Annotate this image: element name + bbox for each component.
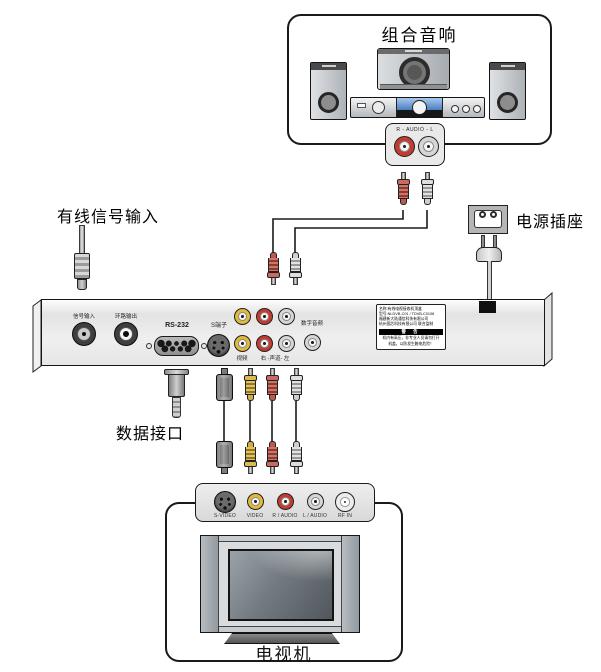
power-socket-label: 电源插座 — [516, 214, 585, 231]
receiver-knob-2 — [462, 105, 470, 113]
tv-illustration — [200, 535, 360, 633]
audio-l-out-jack-bottom — [278, 335, 295, 352]
receiver-illustration — [350, 97, 485, 118]
audio-channels-label: 右 -声道- 左 — [260, 356, 290, 362]
audio-system-title: 组合音响 — [381, 26, 458, 45]
loop-out-label: 环路输出 — [114, 314, 137, 320]
rca-plug-red-up — [395, 172, 411, 205]
tv-speaker-left — [201, 536, 219, 632]
video-label: 视频 — [236, 356, 248, 362]
left-speaker-illustration — [310, 62, 347, 120]
wall-outlet — [468, 205, 508, 234]
audio-r-plug-down — [264, 441, 280, 474]
rca-pair-label: R - AUDIO - L — [396, 127, 434, 133]
audio-wire-right — [272, 210, 404, 253]
db9-screw-left — [146, 343, 152, 349]
speaker-cone — [318, 92, 339, 113]
tv-audio-r-jack — [277, 493, 294, 510]
outlet-hole-right — [490, 211, 497, 218]
signal-in-jack — [72, 322, 96, 346]
audio-r-plug-up — [264, 368, 280, 401]
audio-r-out-jack-bottom — [256, 335, 273, 352]
coax-cable-tip — [77, 279, 87, 290]
power-plug-body — [476, 247, 502, 262]
product-sticker: 名称:有线电视接收机顶盒 型号:NLDVB-C01 / TDVB-C0108 福… — [376, 304, 446, 350]
rs232-label: RS-232 — [165, 322, 189, 329]
svideo-plug-up — [215, 368, 233, 401]
stb-rear-panel: 信号输入 环路输出 RS-232 S端子 视频 右 -声道- 左 数字音频 名称… — [41, 299, 545, 366]
tv-video-label: VIDEO — [246, 513, 264, 519]
receiver-knob-1 — [451, 105, 459, 113]
video-out-jack-top — [234, 308, 251, 325]
receiver-button — [357, 103, 366, 108]
db9-screw-right — [201, 343, 207, 349]
speaker-cone — [497, 92, 518, 113]
tv-audio-l-label: L / AUDIO — [302, 513, 328, 519]
receiver-knob-3 — [473, 105, 481, 113]
loop-out-jack — [114, 322, 138, 346]
coax-cable-shaft — [79, 225, 85, 254]
rca-plug-white-down — [287, 252, 303, 285]
audio-l-plug-down — [288, 441, 304, 474]
audio-l-out-jack-top — [278, 308, 295, 325]
audio-wire-left — [294, 210, 428, 253]
sticker-line: 福建新大陆通信科技有限公司 — [379, 317, 429, 322]
warning-title: 警 告 — [379, 328, 443, 336]
receiver-main-knob — [412, 100, 427, 115]
tv-audio-l-jack — [307, 493, 324, 510]
speaker-grille — [311, 63, 346, 70]
sticker-line: 杭州国芯科技有限公司 联合监制 — [379, 322, 434, 327]
signal-in-label: 信号输入 — [72, 314, 95, 320]
rca-plug-white-up — [419, 172, 435, 205]
subwoofer-illustration — [377, 48, 450, 90]
rs232-port — [154, 336, 199, 356]
video-plug-up — [242, 368, 258, 401]
tv-svideo-label: S-VIDEO — [214, 513, 236, 519]
s-terminal-port — [207, 334, 230, 357]
tv-svideo-jack — [214, 491, 236, 513]
audio-r-jack — [394, 136, 415, 157]
panel-right-face — [543, 291, 553, 368]
tv-video-jack — [247, 493, 264, 510]
audio-r-out-jack-top — [256, 308, 273, 325]
video-out-jack-bottom — [234, 335, 251, 352]
sticker-line: 型号:NLDVB-C01 / TDVB-C0108 — [379, 311, 435, 316]
rca-plug-red-down — [265, 252, 281, 285]
receiver-small-knob — [372, 101, 385, 114]
audio-input-jacks-box: R - AUDIO - L — [385, 123, 445, 166]
svideo-plug-down — [215, 441, 233, 474]
warning-line: 机盖，以防发生触电危险！ — [388, 341, 434, 346]
power-cord — [487, 261, 492, 300]
coax-cable-connector — [74, 253, 90, 279]
cable-input-label: 有线信号输入 — [57, 209, 160, 226]
tv-outline-box: 电视机 — [165, 502, 403, 664]
panel-left-face — [32, 299, 42, 373]
audio-l-jack — [418, 136, 439, 157]
digital-audio-label: 数字音频 — [300, 321, 323, 327]
subwoofer-grille — [378, 49, 449, 54]
serial-cable-shaft — [172, 397, 181, 418]
tv-rf-in-label: RF IN — [337, 513, 353, 519]
right-speaker-illustration — [489, 62, 526, 120]
sticker-line: 名称:有线电视接收机顶盒 — [379, 306, 422, 311]
audio-l-plug-up — [288, 368, 304, 401]
tv-screen — [228, 549, 334, 621]
tv-rf-in-jack — [335, 492, 355, 512]
tv-input-panel: S-VIDEO VIDEO R / AUDIO L / AUDIO RF IN — [195, 483, 375, 522]
data-port-label: 数据接口 — [116, 426, 185, 443]
subwoofer-base — [380, 84, 447, 89]
video-plug-down — [242, 441, 258, 474]
speaker-grille — [490, 63, 525, 70]
serial-cable-connector — [168, 374, 185, 397]
s-terminal-label: S端子 — [210, 323, 227, 329]
tv-label: 电视机 — [255, 645, 313, 664]
tv-audio-r-label: R / AUDIO — [272, 513, 298, 519]
warning-line: 机内有高压，非专业人员请勿打开 — [382, 336, 440, 341]
power-cord-entry — [479, 301, 496, 313]
digital-audio-jack — [304, 334, 321, 351]
tv-speaker-right — [341, 536, 359, 632]
outlet-hole-left — [479, 211, 486, 218]
